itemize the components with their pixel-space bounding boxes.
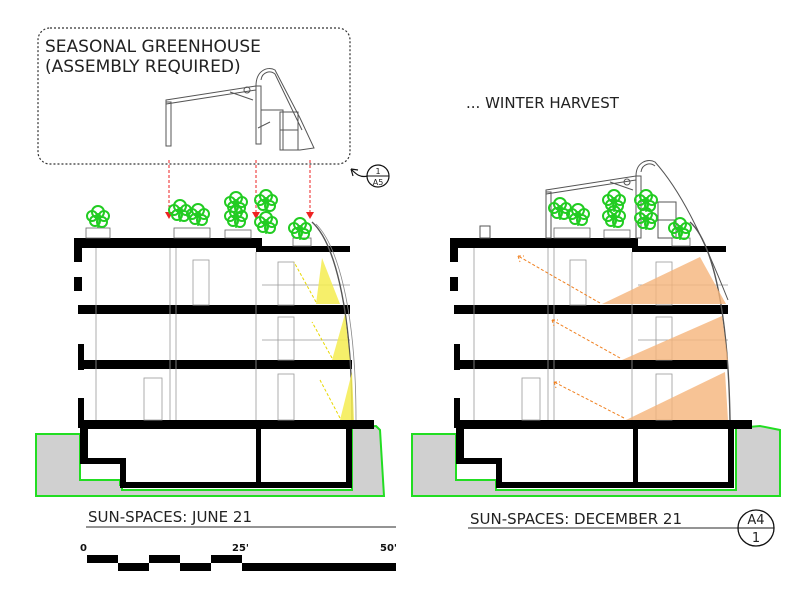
sun-wedge — [316, 258, 340, 304]
tree-icon — [288, 217, 312, 241]
winter-sun-wedges — [602, 257, 728, 420]
sun-wedge — [340, 372, 354, 420]
basement-structure — [456, 424, 734, 488]
winter-reflection-arrows — [517, 255, 625, 419]
tree-icon — [254, 189, 278, 213]
greenhouse-frame-drawing — [165, 68, 315, 151]
june-caption: SUN-SPACES: JUNE 21 — [88, 508, 252, 526]
section-december: SUN-SPACES: DECEMBER 21 — [411, 160, 781, 529]
greenhouse-plants — [548, 189, 692, 247]
tree-icon — [254, 211, 278, 235]
callout-frame — [37, 27, 351, 165]
sheet-tag: A4 1 — [737, 509, 775, 547]
assembly-arrows — [165, 160, 314, 219]
winter-harvest-heading: ... WINTER HARVEST — [466, 94, 620, 112]
december-caption: SUN-SPACES: DECEMBER 21 — [470, 510, 682, 528]
sun-wedge — [332, 314, 350, 360]
sun-wedge — [602, 257, 726, 304]
section-june: SUN-SPACES: JUNE 21 — [35, 189, 396, 528]
floor-slabs — [74, 238, 374, 429]
detail-ref-number: 1 — [375, 167, 380, 176]
roof-planters — [85, 189, 312, 247]
scale-label-mid: 25' — [232, 543, 249, 554]
summer-sun-wedges — [316, 258, 354, 420]
scale-bar: 0 25' 50' — [80, 543, 397, 571]
detail-reference-bubble: 1 A5 — [350, 164, 390, 188]
interior-walls — [95, 248, 350, 421]
basement-structure — [80, 424, 352, 488]
summer-reflection-arrows — [293, 261, 341, 419]
tree-icon — [602, 189, 626, 213]
callout-title-line1: SEASONAL GREENHOUSE — [45, 37, 261, 57]
sun-wedge — [626, 372, 728, 420]
sheet-tag-sheet: A4 — [747, 513, 764, 528]
ground-mass — [35, 424, 386, 497]
sun-wedge — [622, 316, 728, 360]
floor-slabs — [450, 238, 752, 429]
scale-label-end: 50' — [380, 543, 397, 554]
scale-label-zero: 0 — [80, 543, 87, 554]
greenhouse-callout: SEASONAL GREENHOUSE (ASSEMBLY REQUIRED) — [37, 27, 390, 219]
detail-ref-sheet: A5 — [373, 178, 384, 187]
glass-facade — [689, 221, 731, 421]
sheet-tag-number: 1 — [752, 531, 760, 546]
ground-mass — [411, 424, 781, 497]
tree-icon — [668, 217, 692, 241]
callout-title-line2: (ASSEMBLY REQUIRED) — [45, 57, 241, 77]
tree-icon — [86, 205, 110, 229]
